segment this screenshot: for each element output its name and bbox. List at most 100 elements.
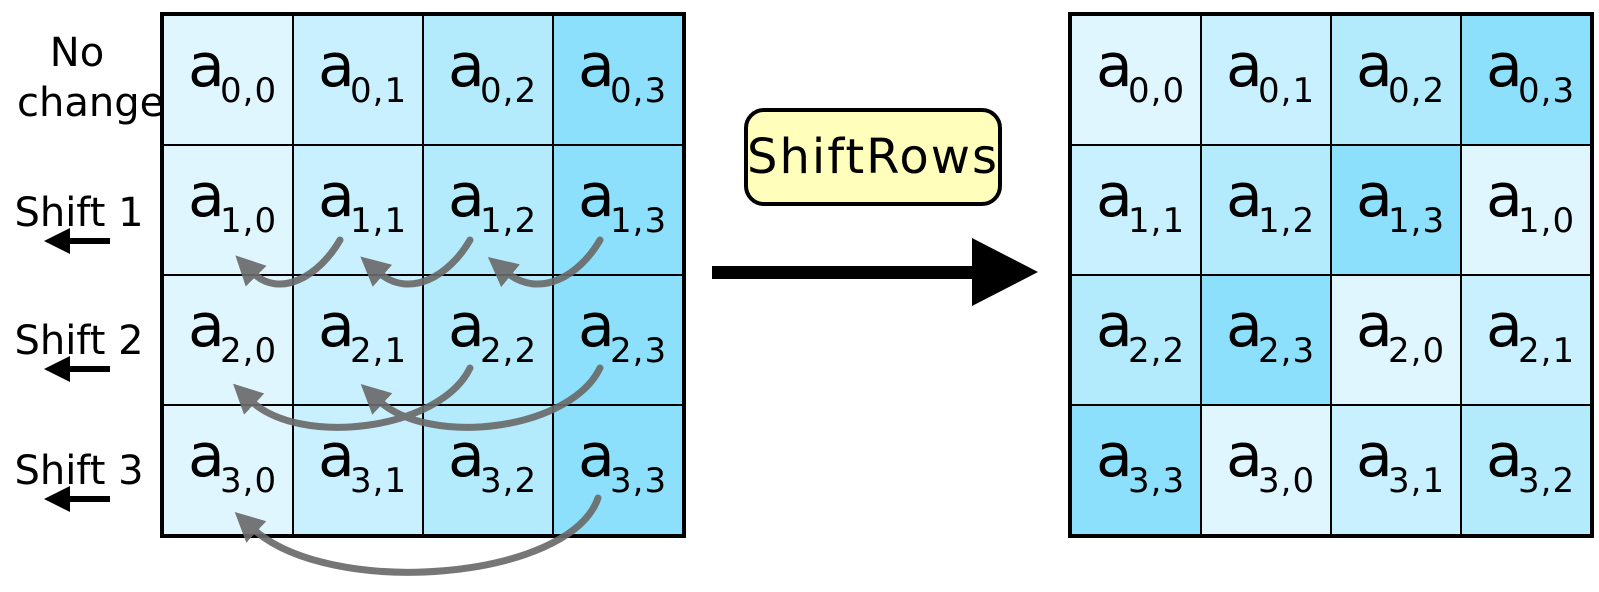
cell-base: a: [318, 31, 355, 101]
row-label-shift-1: Shift 1: [4, 188, 154, 238]
cell-base: a: [188, 161, 225, 231]
cell-base: a: [578, 161, 615, 231]
cell-base: a: [318, 161, 355, 231]
row-label-shift-3-text: Shift 3: [14, 448, 144, 494]
left-arrow-icon: [44, 228, 110, 254]
cell-base: a: [1096, 291, 1133, 361]
cell-subscript: 3,1: [350, 461, 408, 501]
cell-base: a: [1356, 161, 1393, 231]
cell-subscript: 0,2: [1388, 71, 1446, 111]
left-arrow-icon: [44, 486, 110, 512]
cell-base: a: [448, 421, 485, 491]
row-label-shift-2-text: Shift 2: [14, 318, 144, 364]
cell-base: a: [1226, 421, 1263, 491]
cell-base: a: [1486, 291, 1523, 361]
cell-subscript: 2,0: [220, 331, 278, 371]
cell-subscript: 2,1: [350, 331, 408, 371]
cell-base: a: [1486, 421, 1523, 491]
cell-base: a: [1356, 291, 1393, 361]
row-label-shift-2: Shift 2: [4, 316, 154, 366]
cell-subscript: 3,3: [1128, 461, 1186, 501]
cell-subscript: 1,3: [1388, 201, 1446, 241]
cell-base: a: [188, 291, 225, 361]
cell-subscript: 2,1: [1518, 331, 1576, 371]
cell-subscript: 2,2: [480, 331, 538, 371]
cell-subscript: 1,3: [610, 201, 668, 241]
cell-base: a: [1226, 291, 1263, 361]
cell-base: a: [1096, 161, 1133, 231]
row-label-shift-1-text: Shift 1: [14, 190, 144, 236]
cell-base: a: [1486, 31, 1523, 101]
cell-base: a: [1226, 161, 1263, 231]
cell-base: a: [448, 291, 485, 361]
cell-base: a: [1096, 421, 1133, 491]
cell-base: a: [448, 161, 485, 231]
cell-subscript: 0,2: [480, 71, 538, 111]
cell-base: a: [1226, 31, 1263, 101]
cell-subscript: 0,0: [1128, 71, 1186, 111]
row-label-no-change: No change: [2, 28, 165, 128]
shiftrows-label: ShiftRows: [747, 129, 999, 185]
cell-base: a: [1096, 31, 1133, 101]
cell-subscript: 0,1: [1258, 71, 1316, 111]
cell-subscript: 0,3: [610, 71, 668, 111]
cell-subscript: 1,1: [1128, 201, 1186, 241]
cell-base: a: [318, 421, 355, 491]
cell-base: a: [578, 421, 615, 491]
cell-subscript: 1,0: [220, 201, 278, 241]
cell-subscript: 1,0: [1518, 201, 1576, 241]
cell-subscript: 2,0: [1388, 331, 1446, 371]
cell-base: a: [318, 291, 355, 361]
cell-base: a: [1356, 421, 1393, 491]
cell-base: a: [578, 31, 615, 101]
cell-subscript: 2,3: [610, 331, 668, 371]
row-label-no-change-text: No change: [17, 30, 165, 126]
cell-subscript: 0,0: [220, 71, 278, 111]
cell-subscript: 2,2: [1128, 331, 1186, 371]
cell-subscript: 0,1: [350, 71, 408, 111]
cell-subscript: 3,0: [220, 461, 278, 501]
cell-subscript: 3,0: [1258, 461, 1316, 501]
cell-subscript: 3,2: [480, 461, 538, 501]
cell-subscript: 0,3: [1518, 71, 1576, 111]
row-label-shift-3: Shift 3: [4, 446, 154, 496]
cell-base: a: [188, 421, 225, 491]
cell-base: a: [578, 291, 615, 361]
cell-subscript: 3,1: [1388, 461, 1446, 501]
shiftrows-operation-box: ShiftRows: [744, 108, 1002, 206]
